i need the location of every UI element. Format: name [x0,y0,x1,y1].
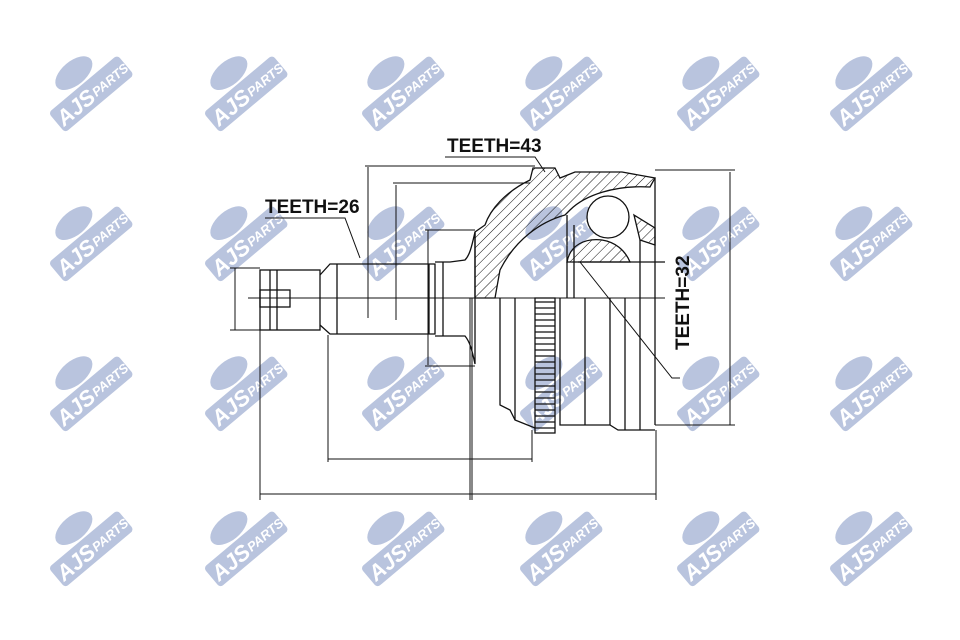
teeth-32-label: TEETH=32 [673,255,694,350]
spline-shaft [319,263,436,335]
ajs-parts-logo: AJS PARTS [677,56,760,131]
ajs-parts-logo: AJS PARTS [362,356,445,431]
dimension-lines [230,165,735,500]
leader-lines [265,156,680,379]
shaft-tip [259,269,321,331]
ajs-parts-logo: AJS PARTS [677,511,760,586]
abs-ring [534,297,556,434]
teeth-43-label: TEETH=43 [447,136,542,157]
inner-race-section [566,239,631,263]
outer-bell-section [474,167,657,299]
ajs-parts-logo: AJS PARTS [830,206,913,281]
outer-bell-body [499,298,655,431]
ajs-parts-logo: AJS PARTS [677,206,760,281]
ball [586,195,630,239]
teeth-26-label: TEETH=26 [265,197,360,218]
ajs-parts-logo: AJS PARTS [50,206,133,281]
